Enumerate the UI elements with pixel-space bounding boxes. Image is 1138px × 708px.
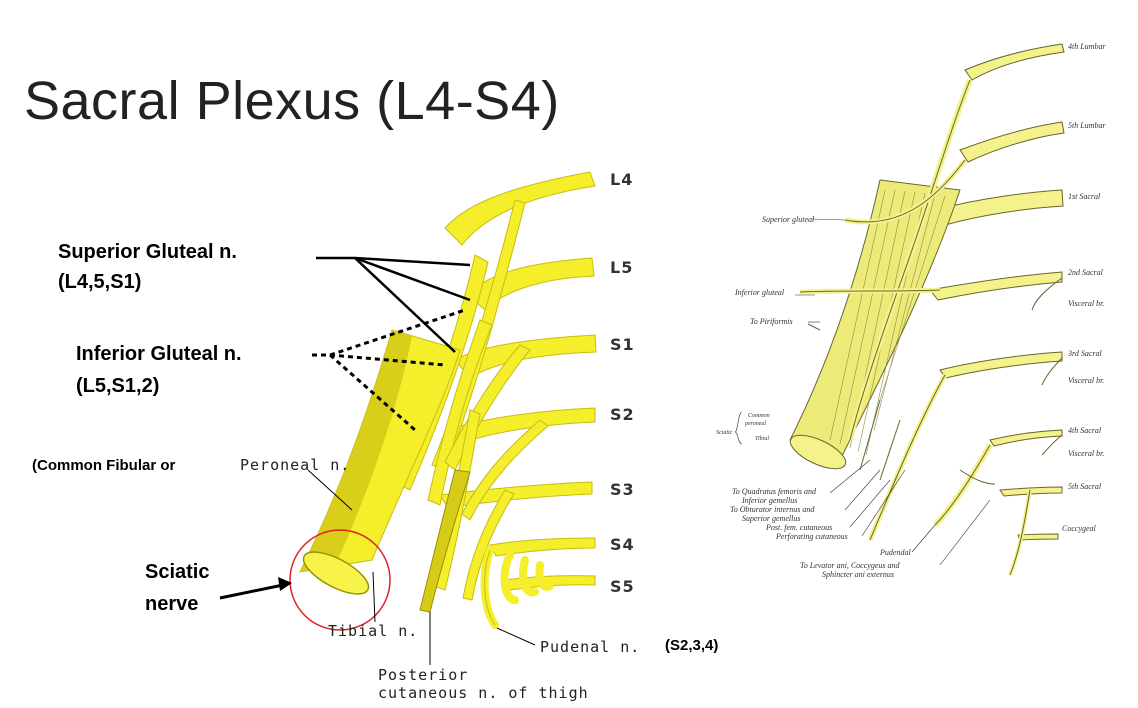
level-label-s4: S4: [610, 535, 635, 554]
label-bottom-5: Perforating cutaneous: [775, 532, 848, 541]
inferior-gluteal-roots: (L5,S1,2): [76, 375, 159, 397]
posterior-cutaneous-label-2: cutaneous n. of thigh: [378, 684, 589, 702]
label-coccygeal: Coccygeal: [1062, 524, 1097, 533]
pudenal-roots-label: (S2,3,4): [665, 637, 718, 654]
label-superior-gluteal: Superior gluteal: [762, 215, 815, 224]
root-s4: [489, 537, 596, 557]
label-visceral-2: Visceral br.: [1068, 376, 1104, 385]
label-1st-sacral: 1st Sacral: [1068, 192, 1101, 201]
label-3rd-sacral: 3rd Sacral: [1067, 349, 1102, 358]
right-plexus-engraving: 4th Lumbar 5th Lumbar 1st Sacral 2nd Sac…: [716, 42, 1106, 579]
engraving-sciatic: [789, 179, 961, 470]
sciatic-label-1: Sciatic: [145, 561, 209, 583]
label-bottom-1: Inferior gemellus: [741, 496, 797, 505]
label-inferior-gluteal: Inferior gluteal: [734, 288, 785, 297]
label-bottom-3: Superior gemellus: [742, 514, 800, 523]
callout-lines: [219, 256, 536, 665]
level-label-s1: S1: [610, 335, 635, 354]
label-tibial: Tibial: [755, 436, 769, 442]
common-fibular-label: (Common Fibular or: [32, 457, 175, 474]
superior-gluteal-label: Superior Gluteal n.: [58, 241, 237, 263]
level-label-l4: L4: [610, 170, 633, 189]
level-labels: L4 L5 S1 S2 S3 S4 S5: [610, 170, 635, 596]
engraving-bottom-labels: To Quadratus femoris and Inferior gemell…: [730, 459, 991, 579]
root-s1: [454, 334, 597, 379]
root-s2: [447, 407, 596, 445]
sciatic-trunk-shade: [300, 330, 412, 572]
label-2nd-sacral: 2nd Sacral: [1068, 268, 1104, 277]
root-l4: [444, 171, 596, 246]
callout-texts: Superior Gluteal n. (L4,5,S1) Inferior G…: [32, 241, 718, 702]
tibial-label: Tibial n.: [328, 622, 418, 640]
label-bottom-6: Pudendal: [879, 548, 911, 557]
left-plexus-diagram: L4 L5 S1 S2 S3 S4 S5: [32, 170, 718, 702]
level-label-s2: S2: [610, 405, 635, 424]
slide-title: Sacral Plexus (L4-S4): [24, 71, 560, 131]
sciatic-cut-end: [302, 551, 370, 595]
label-bottom-8: Sphincter ani externus: [822, 570, 894, 579]
label-bottom-7: To Levator ani, Coccygeus and: [800, 561, 900, 570]
engraving-branches: [799, 78, 1063, 576]
sciatic-trunk: [299, 329, 461, 595]
label-sciatic: Sciatic: [716, 430, 733, 436]
engraving-left-labels: Superior gluteal Inferior gluteal To Pir…: [716, 215, 846, 445]
pudenal-label: Pudenal n.: [540, 638, 640, 656]
superior-gluteal-roots: (L4,5,S1): [58, 271, 141, 293]
label-common-1: Common: [748, 413, 770, 419]
inferior-gluteal-label: Inferior Gluteal n.: [76, 343, 242, 365]
label-bottom-4: Post. fem. cutaneous: [765, 523, 832, 532]
label-visceral-3: Visceral br.: [1068, 449, 1104, 458]
peroneal-label: Peroneal n.: [240, 456, 350, 474]
sciatic-highlight-circle: [289, 529, 391, 631]
label-common-2: peroneal: [744, 421, 766, 427]
sciatic-arrow-head: [278, 577, 292, 591]
level-label-s3: S3: [610, 480, 635, 499]
level-label-s5: S5: [610, 577, 635, 596]
label-5th-sacral: 5th Sacral: [1068, 482, 1102, 491]
posterior-cutaneous-label-1: Posterior: [378, 666, 468, 684]
label-4th-sacral: 4th Sacral: [1068, 426, 1102, 435]
posterior-cutaneous-nerve: [419, 469, 471, 613]
label-bottom-0: To Quadratus femoris and: [732, 487, 817, 496]
label-to-piriformis: To Piriformis: [750, 317, 793, 326]
sciatic-label-2: nerve: [145, 593, 198, 615]
label-5th-lumbar: 5th Lumbar: [1068, 121, 1106, 130]
label-bottom-2: To Obturator internus and: [730, 505, 815, 514]
engraving-root-labels: 4th Lumbar 5th Lumbar 1st Sacral 2nd Sac…: [1062, 42, 1106, 533]
level-label-l5: L5: [610, 258, 633, 277]
label-4th-lumbar: 4th Lumbar: [1068, 42, 1106, 51]
label-visceral-1: Visceral br.: [1068, 299, 1104, 308]
engraving-roots: [929, 43, 1065, 541]
